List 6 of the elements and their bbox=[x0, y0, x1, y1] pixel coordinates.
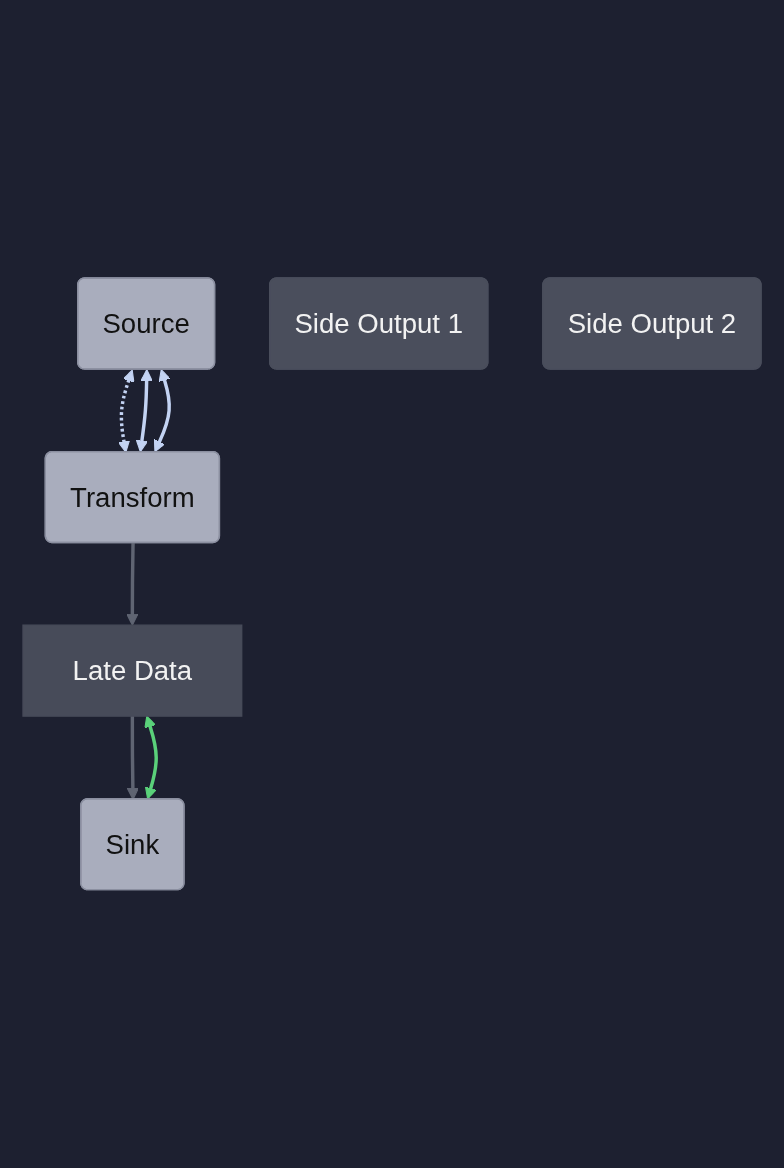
node-box: Late Data bbox=[22, 624, 243, 717]
arrow bbox=[153, 369, 171, 453]
arrow bbox=[144, 715, 158, 800]
arrow bbox=[126, 543, 139, 626]
arrow bbox=[118, 369, 135, 453]
arrow bbox=[135, 369, 153, 453]
